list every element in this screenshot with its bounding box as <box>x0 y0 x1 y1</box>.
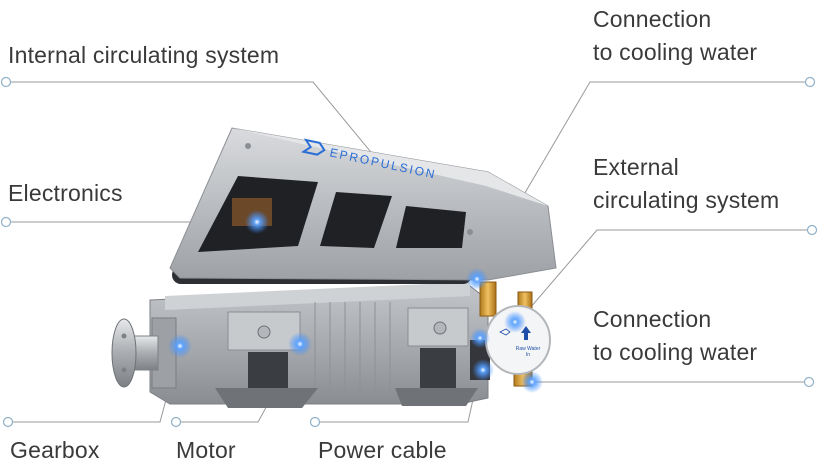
motor-body <box>149 282 489 408</box>
raw-water-pump: Raw Water In <box>485 305 551 375</box>
label-connection-top-line1: Connection <box>593 6 712 32</box>
label-internal-circulating-system: Internal circulating system <box>8 42 280 68</box>
label-power-cable: Power cable <box>318 437 447 463</box>
hotspots <box>168 210 543 393</box>
endpoint-circle <box>0 76 12 88</box>
label-electronics: Electronics <box>8 180 123 206</box>
endpoint-circle <box>804 76 816 88</box>
label-connection-bottom-line1: Connection <box>593 306 712 332</box>
arrow-up-icon <box>521 326 531 340</box>
hotspot-internal-circulating <box>466 268 488 290</box>
endpoint-circle <box>170 416 182 428</box>
hotspot-motor <box>288 332 312 356</box>
endpoint-circle <box>0 216 12 228</box>
label-external-line2: circulating system <box>593 187 780 213</box>
top-housing <box>169 127 557 281</box>
endpoint-circle <box>803 376 815 388</box>
endpoint-circle <box>806 224 818 236</box>
label-external-line1: External <box>593 154 679 180</box>
badge-text-line1: Raw Water <box>516 346 541 352</box>
label-motor: Motor <box>176 437 236 463</box>
leader-endpoints <box>0 76 818 428</box>
hotspot-connection-bottom <box>521 371 543 393</box>
endpoint-circle <box>2 416 14 428</box>
hotspot-power-cable <box>472 359 494 381</box>
gearbox-flange <box>111 318 159 388</box>
hotspot-gearbox <box>168 334 192 358</box>
hotspot-external-circulating <box>504 311 526 333</box>
endpoint-circle <box>309 416 321 428</box>
leader-external-circulating <box>517 229 812 323</box>
badge-text-line2: In <box>526 352 530 358</box>
hotspot-electronics <box>245 210 269 234</box>
label-gearbox: Gearbox <box>10 437 100 463</box>
label-connection-bottom-line2: to cooling water <box>593 339 758 365</box>
brand-mark-icon <box>300 138 326 156</box>
hotspot-fitting <box>470 328 490 348</box>
label-connection-top-line2: to cooling water <box>593 39 758 65</box>
